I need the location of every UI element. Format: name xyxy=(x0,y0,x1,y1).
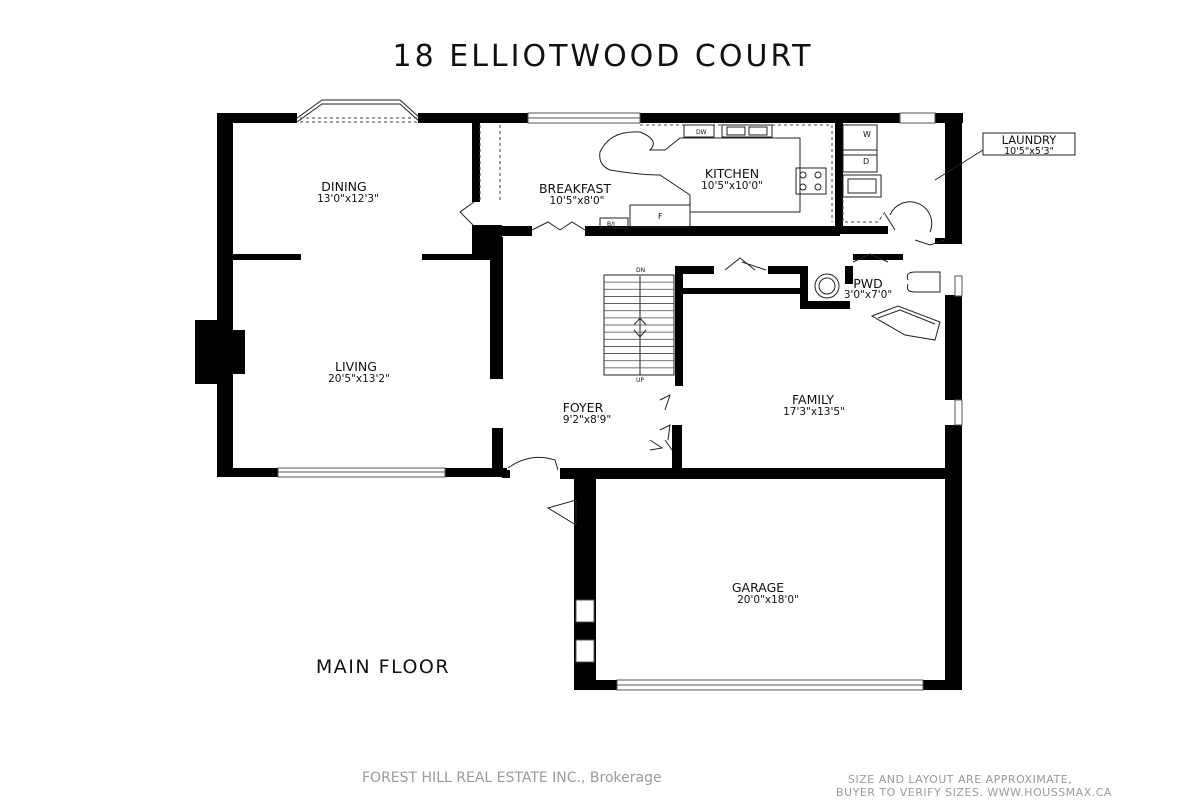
room-dims-living: 20'5"x13'2" xyxy=(328,373,390,385)
washer-label: W xyxy=(863,130,871,139)
room-name-pwd: PWD xyxy=(853,276,883,291)
room-name-family: FAMILY xyxy=(792,392,834,407)
stair-up-label: UP xyxy=(636,377,644,384)
room-dims-laundry: 10'5"x5'3" xyxy=(1004,146,1054,157)
dryer-label: D xyxy=(863,157,869,166)
room-dims-kitchen: 10'5"x10'0" xyxy=(701,180,763,192)
stair-down-label: DN xyxy=(636,267,645,274)
room-name-kitchen: KITCHEN xyxy=(705,166,759,181)
stairs: DN UP xyxy=(603,267,675,384)
plan-title: 18 ELLIOTWOOD COURT xyxy=(393,39,814,74)
room-name-garage: GARAGE xyxy=(732,580,784,595)
room-dims-pwd: 3'0"x7'0" xyxy=(844,289,892,301)
room-name-breakfast: BREAKFAST xyxy=(539,181,611,196)
room-labels: DINING 13'0"x12'3" BREAKFAST 10'5"x8'0" … xyxy=(317,132,1076,606)
room-name-foyer: FOYER xyxy=(563,400,604,415)
fridge-label: F xyxy=(658,212,663,221)
room-name-laundry: LAUNDRY xyxy=(1002,133,1058,147)
builtin-label: B/I xyxy=(607,221,615,228)
room-dims-foyer: 9'2"x8'9" xyxy=(563,414,611,426)
room-dims-family: 17'3"x13'5" xyxy=(783,406,845,418)
walls xyxy=(195,113,963,690)
dishwasher-label: DW xyxy=(696,129,707,136)
floor-label: MAIN FLOOR xyxy=(316,656,450,678)
disclaimer-line-2: BUYER TO VERIFY SIZES. WWW.HOUSSMAX.CA xyxy=(836,786,1112,799)
room-dims-garage: 20'0"x18'0" xyxy=(737,594,799,606)
room-dims-breakfast: 10'5"x8'0" xyxy=(549,195,604,207)
room-name-living: LIVING xyxy=(335,359,377,374)
doors xyxy=(459,201,946,526)
room-name-dining: DINING xyxy=(321,179,366,194)
brokerage-watermark: FOREST HILL REAL ESTATE INC., Brokerage xyxy=(362,770,662,786)
kitchen-fixtures: DW F B/I W D xyxy=(479,124,941,299)
windows xyxy=(277,99,963,691)
disclaimer-line-1: SIZE AND LAYOUT ARE APPROXIMATE, xyxy=(848,773,1072,786)
room-dims-dining: 13'0"x12'3" xyxy=(317,193,379,205)
